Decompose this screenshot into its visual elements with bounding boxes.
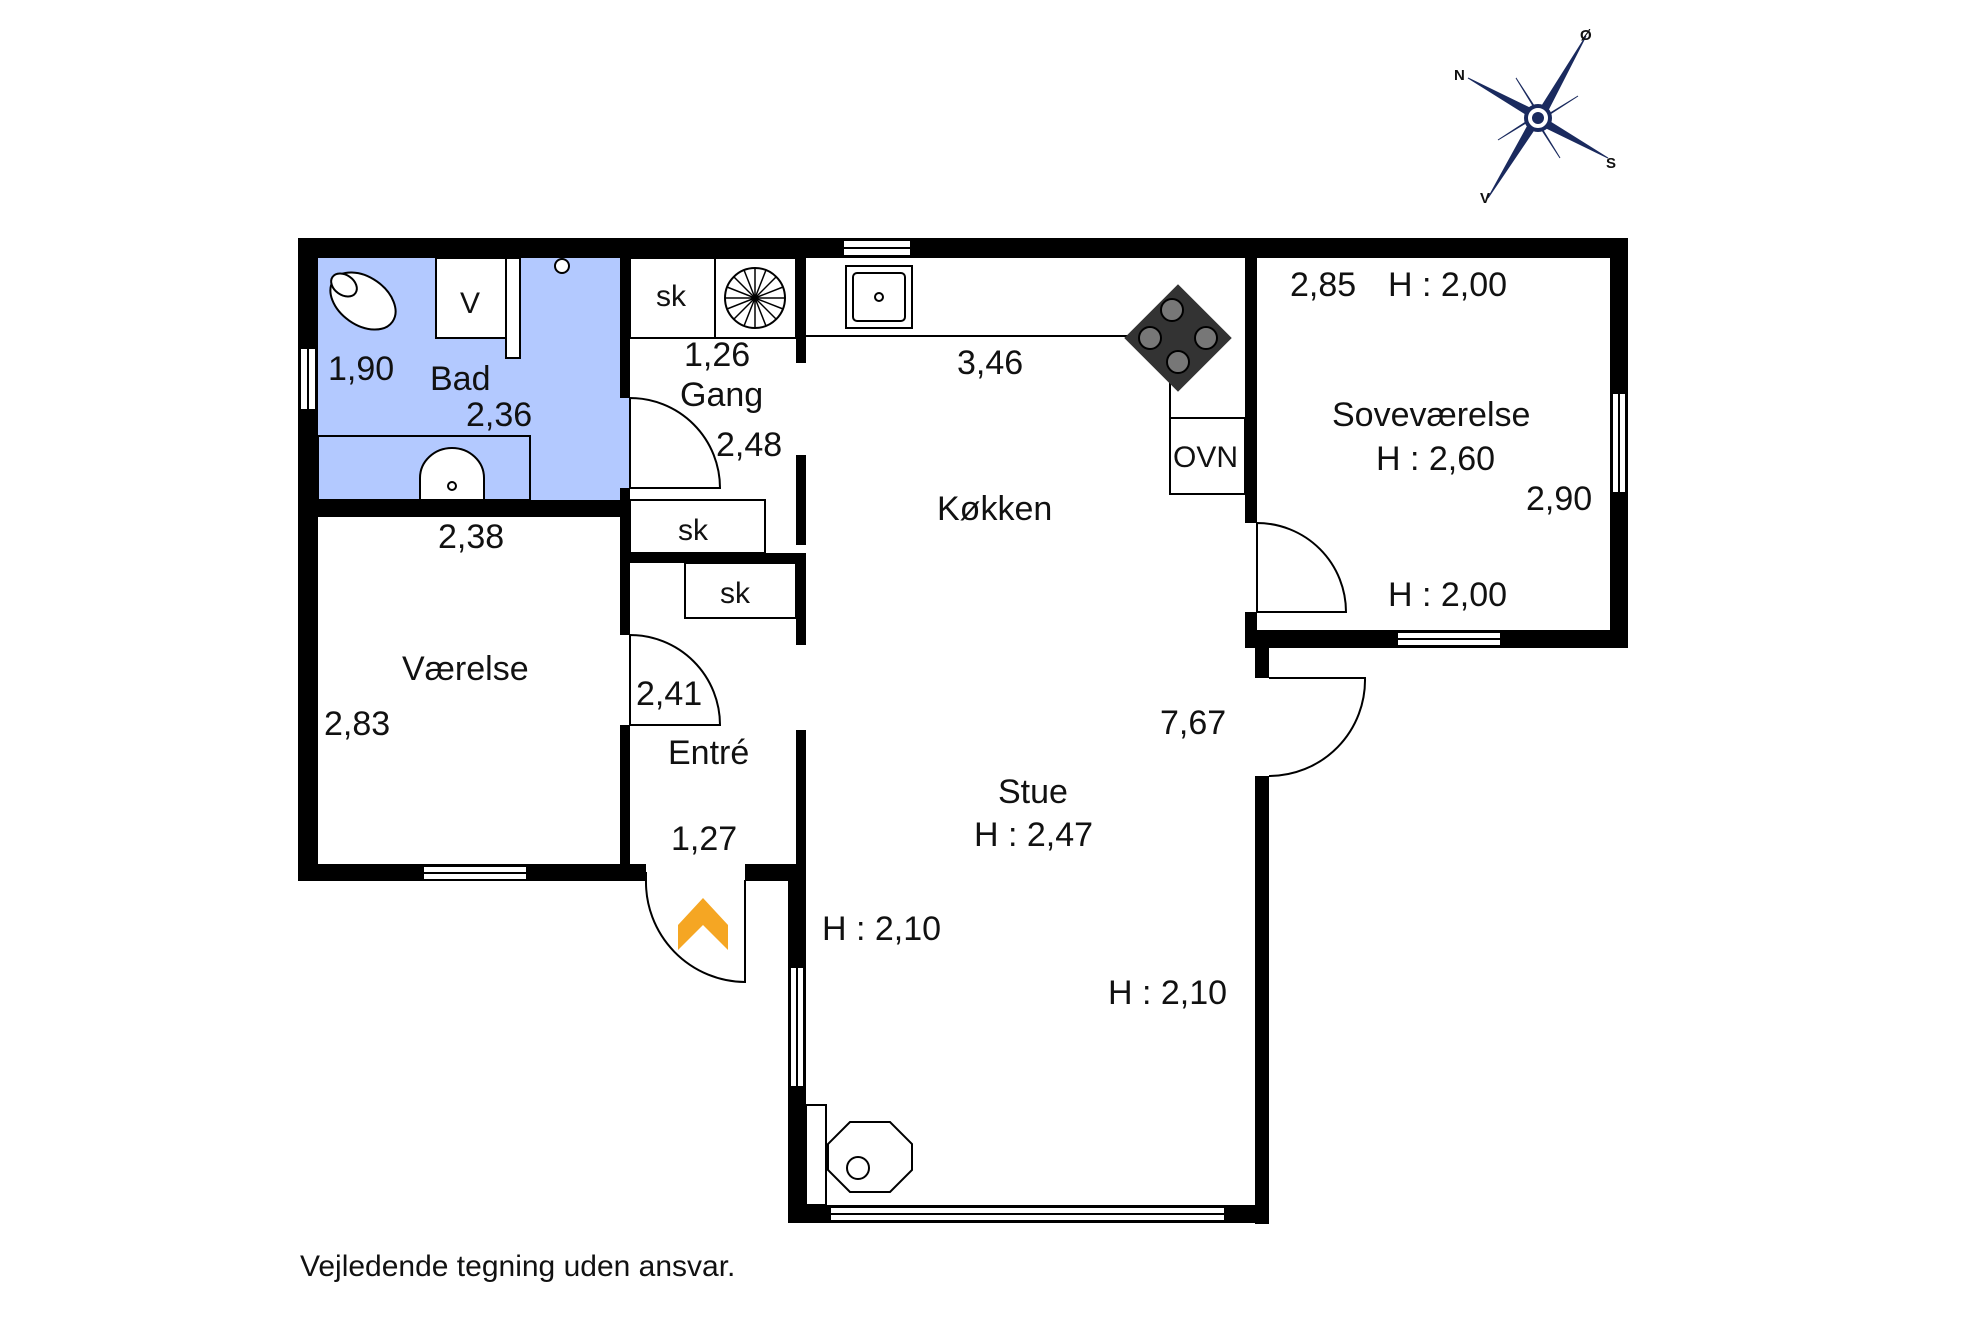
bad-name-label: Bad — [430, 360, 491, 398]
closet-sk2-label: sk — [678, 514, 709, 547]
stue-dim-label: 7,67 — [1160, 704, 1226, 742]
stue-height-label: H : 2,47 — [974, 816, 1093, 854]
fireplace-icon — [805, 1104, 913, 1206]
disclaimer-text: Vejledende tegning uden ansvar. — [300, 1250, 735, 1283]
kitchen-counter — [806, 265, 1246, 495]
entre-name-label: Entré — [668, 734, 749, 772]
kitchen-sink-icon — [845, 265, 913, 329]
closet-sk1-label: sk — [656, 280, 687, 313]
compass-icon: N Ø S V — [1454, 27, 1616, 207]
compass-n-label: N — [1454, 67, 1465, 84]
gang-name-label: Gang — [680, 376, 763, 414]
vaerelse-name-label: Værelse — [402, 650, 529, 688]
koekken-dim-label: 3,46 — [957, 344, 1023, 382]
bad-fixture-label: V — [460, 287, 480, 320]
shower-icon — [554, 258, 570, 274]
gang-closet — [629, 257, 797, 619]
entry-arrow-icon — [678, 898, 728, 950]
koekken-name-label: Køkken — [937, 490, 1052, 528]
sink-icon — [419, 447, 485, 501]
vaerelse-dim1-label: 2,38 — [438, 518, 504, 556]
oven-label: OVN — [1173, 441, 1238, 474]
sove-dim2-label: 2,90 — [1526, 480, 1592, 518]
sove-h-top-label: H : 2,00 — [1388, 266, 1507, 304]
stue-h-left-label: H : 2,10 — [822, 910, 941, 948]
stue-name-label: Stue — [998, 773, 1068, 811]
closet-sk3-label: sk — [720, 577, 751, 610]
bathroom-fixtures — [317, 257, 570, 501]
entre-dim1-label: 2,41 — [636, 675, 702, 713]
entre-dim2-label: 1,27 — [671, 820, 737, 858]
gang-dim1-label: 1,26 — [684, 336, 750, 374]
sove-name-label: Soveværelse — [1332, 396, 1530, 434]
sove-height-label: H : 2,60 — [1376, 440, 1495, 478]
compass-w-label: V — [1480, 190, 1490, 207]
compass-s-label: S — [1606, 155, 1616, 172]
compass-e-label: Ø — [1580, 27, 1592, 44]
gang-dim2-label: 2,48 — [716, 426, 782, 464]
windows — [299, 239, 1627, 1222]
stove-icon — [1124, 284, 1232, 392]
sove-dim1-label: 2,85 — [1290, 266, 1356, 304]
stue-h-right-label: H : 2,10 — [1108, 974, 1227, 1012]
bad-dim2-label: 2,36 — [466, 396, 532, 434]
bad-dim1-label: 1,90 — [328, 350, 394, 388]
vaerelse-dim2-label: 2,83 — [324, 705, 390, 743]
doors — [629, 397, 1367, 984]
sove-h-bottom-label: H : 2,00 — [1388, 576, 1507, 614]
